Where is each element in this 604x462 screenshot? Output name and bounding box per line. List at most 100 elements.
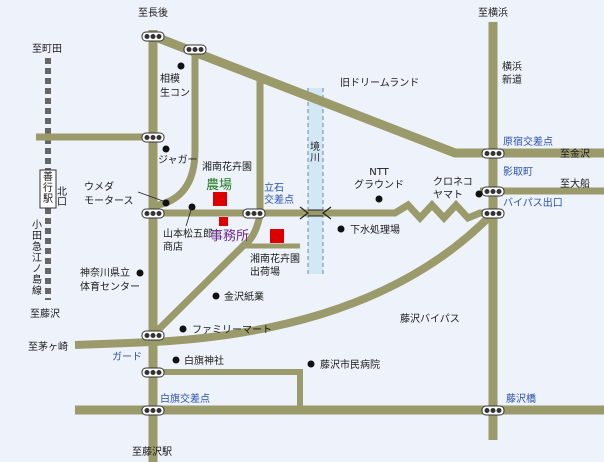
signal-icon [141,132,165,143]
label-glyph: 川 [310,153,320,164]
label-kitaguchi: 北口 [55,186,67,206]
label-line: 神奈川県立 [80,266,130,279]
signal-icon [141,330,165,341]
label-line: NTT [369,167,389,178]
label-line: 新道 [502,73,522,86]
label-kuroneko: クロネコヤマト [433,176,473,201]
office-marker [219,217,228,226]
dot-kuroneko [475,190,483,198]
signal-icon [141,367,165,378]
label-glyph: 善 [43,170,53,183]
landmark-dots [136,62,483,368]
label-yamamoto-shoten: 山本松五郎商店 [163,227,213,253]
road-curve-left [152,48,199,210]
label-line: ウメダ [84,180,114,193]
label-line: ヤマト [433,190,463,201]
label-line: 商店 [163,240,183,253]
label-old-dreamland: 旧ドリームランド [340,77,419,89]
label-jaguar: ジャガー [158,154,198,166]
dot-shirahata [172,356,180,364]
label-guard: ガード [112,351,142,363]
label-line: 山本松五郎 [163,227,213,240]
label-shirahata-kosaten: 白旗交差点 [160,392,210,405]
label-to-chogo: 至長後 [138,6,168,19]
label-glyph: 江 [32,252,42,264]
label-line: 出荷場 [250,265,280,278]
label-hospital: 藤沢市民病院 [320,358,380,371]
label-to-fujisawa-station: 至藤沢駅 [132,445,172,458]
traffic-signals [141,31,505,416]
label-glyph: 線 [32,284,42,297]
shukka-marker [270,229,284,243]
label-farm: 農場 [206,178,232,193]
label-station: 善行駅 [43,170,53,205]
label-to-ofuna: 至大船 [560,177,590,190]
label-line: 生コン [160,86,190,99]
label-umeda-motors: ウメダモータース [84,180,134,207]
sakai-river [308,88,323,274]
label-kanagawa-gym: 神奈川県立体育センター [80,266,140,293]
label-line: モータース [84,195,134,207]
signal-icon [481,186,505,197]
label-shirahata: 白旗神社 [184,354,224,367]
label-glyph: 駅 [43,193,53,205]
label-yokohama-shindo: 横浜新道 [502,60,522,86]
label-glyph: 行 [43,181,53,194]
dot-kanesawa [212,292,220,300]
dot-sagami-namacon [177,62,185,70]
label-glyph: 田 [32,231,42,242]
label-glyph: 島 [32,273,42,286]
label-line: 湘南花卉園 [250,252,300,265]
label-odakyu-line: 小田急江ノ島線 [32,219,42,297]
zengyo-station [39,169,57,209]
dot-family-mart [179,325,187,333]
leader-umeda [137,191,164,202]
label-fujisawa-bypass: 藤沢バイパス [400,312,460,325]
label-line: 相模 [160,72,180,85]
label-glyph: ノ [32,264,42,275]
label-harajuku: 原宿交差点 [503,135,553,148]
road-fujisawa-bypass [74,210,496,349]
label-line: クロネコ [433,176,473,188]
label-to-yokohama: 至横浜 [478,6,508,19]
label-office: 事務所 [210,229,249,244]
label-river: 境川 [310,140,320,164]
signal-icon [141,208,165,219]
label-glyph: 急 [32,240,42,253]
label-to-chigasaki: 至茅ヶ崎 [28,340,68,353]
label-to-machida: 至町田 [32,43,62,55]
label-glyph: 小 [32,219,42,231]
signal-icon [481,208,505,219]
dot-sewage [337,225,345,233]
road-dreamland-diagonal [151,31,604,158]
signal-icon [481,405,505,416]
label-fujisawa-bashi: 藤沢橋 [506,392,536,405]
dot-umeda [162,199,170,207]
label-line: 立石 [264,181,284,194]
signal-icon [141,405,165,416]
dot-gym [136,269,144,277]
label-shonan-shukka: 湘南花卉園出荷場 [250,252,300,278]
label-line: 交差点 [264,193,294,206]
label-bypass-exit: バイパス出口 [503,196,563,209]
label-to-kanazawa: 至金沢 [560,147,590,160]
signal-icon [183,44,207,55]
label-glyph: 境 [310,140,320,153]
label-sewage: 下水処理場 [350,223,400,236]
label-kanesawa: 金沢紙業 [224,290,264,303]
label-kageto: 影取町 [503,166,533,178]
label-sagami-namacon: 相模生コン [160,72,190,99]
leader-yamamoto [185,206,193,227]
road-tateishi [153,199,493,224]
farm-marker [213,192,227,206]
signal-icon [242,208,266,219]
label-line: 横浜 [502,60,522,73]
bridge-mark [299,206,332,220]
signal-icon [141,31,165,42]
label-family-mart: ファミリーマート [192,325,272,336]
label-line: 体育センター [80,280,140,293]
road-shirahata-loop [153,369,303,410]
